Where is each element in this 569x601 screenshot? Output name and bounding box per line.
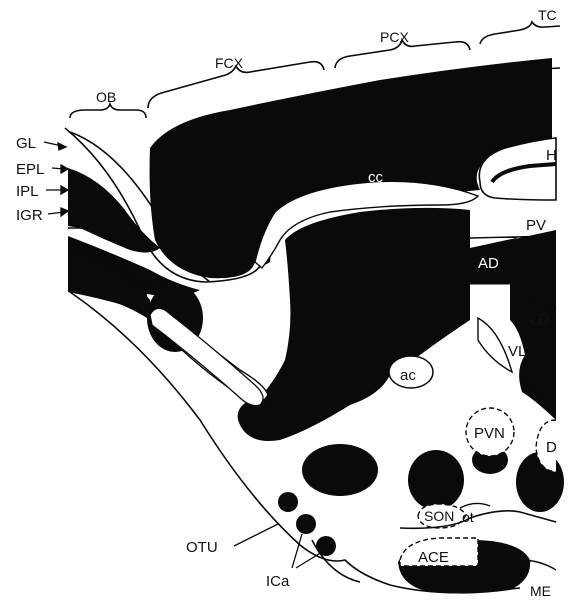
label-gl: GL <box>16 135 36 152</box>
ica-dot-3 <box>316 536 336 556</box>
label-ac: ac <box>400 367 416 384</box>
label-pv: PV <box>526 217 546 234</box>
epl-arrowhead <box>61 165 68 173</box>
label-ot: ot <box>462 509 474 525</box>
label-fcx: FCX <box>215 55 244 71</box>
ob-brace <box>70 104 146 118</box>
ot-curve <box>460 503 490 508</box>
label-pvn: PVN <box>474 425 505 442</box>
otu-pointer <box>234 524 278 546</box>
gl-arrowhead <box>58 143 66 150</box>
label-ob: OB <box>96 89 116 105</box>
label-ld: LD <box>530 311 549 328</box>
label-ace: ACE <box>418 549 449 566</box>
tc-brace <box>480 22 560 44</box>
ica-pointer-2 <box>296 552 322 568</box>
label-otu: OTU <box>186 539 218 556</box>
basal-oval-1 <box>302 444 378 496</box>
basal-oval-2 <box>408 450 464 510</box>
label-h: H <box>546 147 557 164</box>
label-tc: TC <box>538 7 557 23</box>
ipl-arrowhead <box>61 186 68 194</box>
label-ipl: IPL <box>16 183 39 200</box>
label-son: SON <box>424 508 454 524</box>
label-d: D <box>546 439 557 456</box>
vl-outline <box>478 318 512 372</box>
label-ica: ICa <box>266 573 290 590</box>
ica-dot-2 <box>296 514 316 534</box>
ob-layer-dark <box>68 168 160 253</box>
label-vl: VL <box>508 343 526 360</box>
ica-dot-1 <box>278 492 298 512</box>
label-cc: cc <box>368 169 384 186</box>
label-me: ME <box>530 583 551 599</box>
label-igr: IGR <box>16 207 43 224</box>
label-ad: AD <box>478 255 499 272</box>
label-pcx: PCX <box>380 29 409 45</box>
ob-tract-white <box>150 308 263 405</box>
label-epl: EPL <box>16 161 44 178</box>
igr-arrowhead <box>61 208 68 216</box>
